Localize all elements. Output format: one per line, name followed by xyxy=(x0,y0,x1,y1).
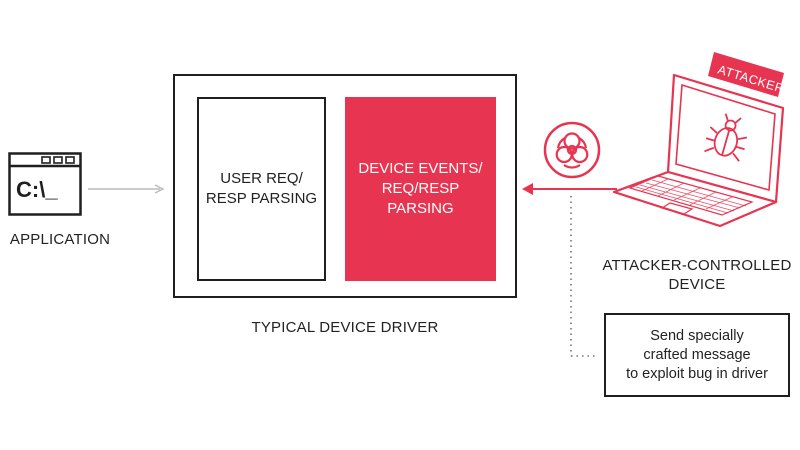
attacker-to-driver-arrow xyxy=(522,183,617,195)
terminal-window-icon: C:\_ xyxy=(8,152,82,216)
device-events-text: DEVICE EVENTS/ REQ/RESP PARSING xyxy=(358,160,483,217)
bug-icon xyxy=(704,113,748,162)
app-to-driver-arrow xyxy=(88,184,165,194)
user-req-resp-text: USER REQ/ RESP PARSING xyxy=(205,170,318,207)
application-label: APPLICATION xyxy=(9,231,111,248)
driver-label: TYPICAL DEVICE DRIVER xyxy=(251,319,439,336)
message-dotted-connector xyxy=(570,196,598,357)
terminal-prompt: C:\_ xyxy=(16,177,58,202)
device-events-box: DEVICE EVENTS/ REQ/RESP PARSING xyxy=(345,97,496,281)
attacker-device-label: ATTACKER-CONTROLLED DEVICE xyxy=(602,257,792,293)
exploit-message-text: Send specially crafted message to exploi… xyxy=(626,327,768,382)
device-driver-box xyxy=(173,74,517,298)
biohazard-icon xyxy=(543,121,601,179)
laptop-icon: ATTACKER xyxy=(612,52,786,228)
user-req-resp-box: USER REQ/ RESP PARSING xyxy=(197,97,326,281)
exploit-message-box: Send specially crafted message to exploi… xyxy=(604,313,790,397)
